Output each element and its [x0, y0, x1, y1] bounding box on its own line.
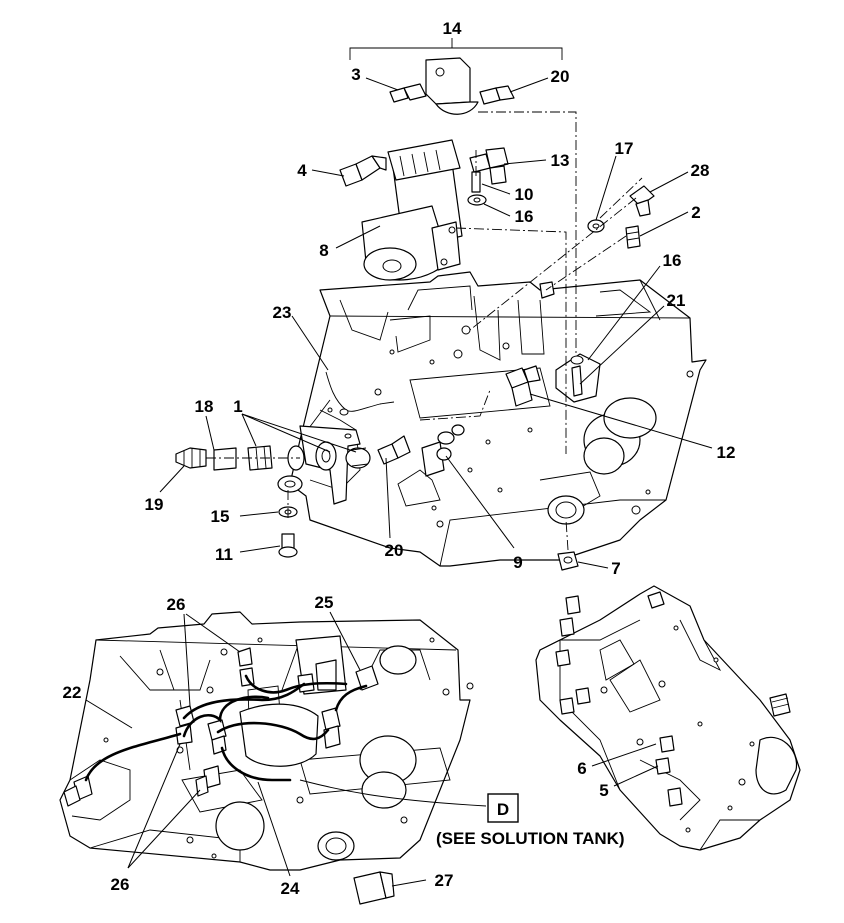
callout-5: 5: [599, 781, 608, 800]
callout-13: 13: [551, 151, 570, 170]
assembly-line-28: [469, 197, 637, 331]
callout-21: 21: [667, 291, 686, 310]
filter-bowl-part-8: [361, 139, 463, 281]
callout-19: 19: [145, 495, 164, 514]
plate-part-21: [555, 353, 601, 403]
callout-7: 7: [611, 559, 620, 578]
callout-4: 4: [297, 161, 307, 180]
washer-part-17: [587, 219, 605, 233]
callout-25: 25: [315, 593, 334, 612]
screw-part-11: [278, 533, 298, 558]
callout-9: 9: [513, 553, 522, 572]
callout-3: 3: [351, 65, 360, 84]
washer-part-15: [278, 506, 298, 518]
nut-part-7: [557, 551, 579, 571]
hose-part-24: [182, 695, 270, 738]
reference-d-letter: D: [497, 800, 509, 819]
wire-terminal: [339, 408, 349, 416]
assembly-line-14: [478, 111, 577, 354]
assembly-line-17: [599, 177, 643, 219]
callout-11: 11: [215, 545, 233, 564]
frame-assembly-top: [277, 271, 707, 567]
callout-15: 15: [211, 507, 230, 526]
filter-head-part-14: [389, 57, 515, 115]
callout-20-bottom: 20: [385, 541, 404, 560]
screw-part-10: [471, 171, 481, 193]
callout-16-top: 16: [515, 207, 534, 226]
callout-12: 12: [717, 443, 736, 462]
hose-part-22: [84, 682, 368, 782]
assembly-line-2: [545, 235, 627, 291]
tee-fitting-part-12: [505, 365, 541, 407]
elbow-part-28: [629, 185, 655, 217]
fittings-bottom-left: [63, 647, 379, 807]
washer-part-16: [467, 194, 487, 206]
elbow-fitting-part-4: [339, 155, 387, 187]
reference-d-note: (SEE SOLUTION TANK): [436, 829, 625, 848]
callout-24: 24: [281, 879, 300, 898]
callout-28: 28: [691, 161, 710, 180]
group-bracket-14: [349, 38, 563, 60]
callout-2: 2: [691, 203, 700, 222]
callout-16-mid: 16: [663, 251, 682, 270]
assembly-line-8: [455, 227, 567, 454]
valve-part-9: [421, 424, 465, 477]
callout-26-top: 26: [167, 595, 186, 614]
coupling-part-18: [213, 447, 237, 471]
fitting-part-2: [625, 225, 641, 249]
fittings-bottom-right: [555, 595, 683, 807]
callout-20-top: 20: [551, 67, 570, 86]
callout-1: 1: [233, 397, 242, 416]
callout-23: 23: [273, 303, 292, 322]
frame-assembly-bottom-right: [535, 585, 801, 851]
callout-22: 22: [63, 683, 82, 702]
callout-14: 14: [443, 19, 462, 38]
leader-lines-bottom-right: [591, 743, 659, 787]
callout-17: 17: [615, 139, 634, 158]
callout-6: 6: [577, 759, 586, 778]
hose-part-25: [244, 674, 348, 694]
connector-part-19: [175, 447, 207, 469]
callout-8: 8: [319, 241, 328, 260]
assembly-line-9: [419, 389, 491, 421]
callout-labels: 14 3 20 4 13 17 28 10 16 2 8 16 21 23 18…: [63, 19, 736, 898]
frame-assembly-bottom-left: [59, 611, 474, 871]
callout-27: 27: [435, 871, 454, 890]
callout-10: 10: [515, 185, 534, 204]
callout-26-bottom: 26: [111, 875, 130, 894]
leader-lines-bottom-left: [85, 611, 427, 887]
callout-18: 18: [195, 397, 214, 416]
reference-d-box: [487, 793, 519, 823]
assembly-line-7: [565, 519, 569, 551]
leader-lines-top: [159, 77, 713, 569]
elbow-part-20: [377, 435, 411, 465]
clip-part-27: [353, 871, 395, 905]
reference-d-leader: [299, 779, 487, 807]
